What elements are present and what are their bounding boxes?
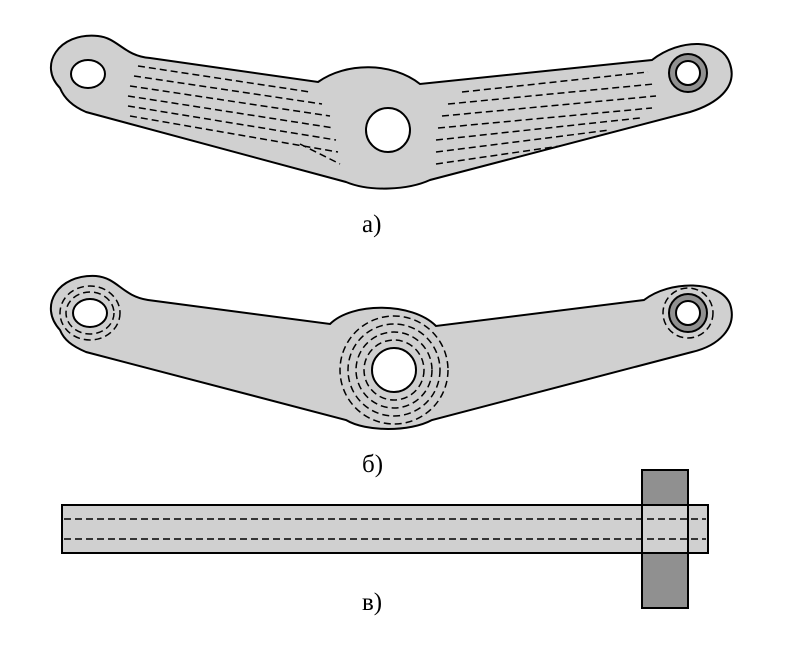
lever-b: б) (49, 274, 733, 478)
ring-line (662, 287, 714, 339)
caption-a: а) (362, 211, 381, 238)
caption-c: в) (362, 589, 382, 616)
lever-b-right-rings (662, 287, 714, 339)
rod-c-bar (61, 504, 709, 554)
lever-a-left-hole (70, 59, 106, 89)
rod-c: в) (61, 469, 709, 616)
ring-line (339, 315, 449, 425)
lever-a: а) (49, 34, 733, 238)
fiber-line (435, 145, 561, 165)
lever-b-center-rings (339, 315, 449, 425)
fiber-line (127, 95, 335, 129)
lever-b-left-hole (72, 298, 108, 328)
fiber-line (133, 75, 323, 105)
lever-b-right-hole (675, 300, 701, 326)
lever-a-right-fibers (435, 71, 657, 165)
lever-a-right-hole (675, 60, 701, 86)
lever-b-left-rings (59, 285, 121, 341)
fiber-line (435, 117, 641, 141)
fiber-line (437, 107, 653, 129)
fiber-line (127, 105, 337, 141)
fiber-line (137, 65, 311, 93)
fiber-line (461, 71, 649, 93)
fiber-line (299, 143, 341, 165)
fiber-line (447, 83, 655, 105)
ring-line (355, 331, 433, 409)
ring-line (347, 323, 441, 417)
ring-line (363, 339, 425, 401)
ring-line (65, 291, 115, 335)
fiber-line (435, 129, 611, 153)
lever-a-left-fibers (127, 65, 341, 165)
fiber-line (441, 95, 657, 117)
lever-a-center-hole (365, 107, 411, 153)
caption-b: б) (362, 451, 383, 478)
ring-line (59, 285, 121, 341)
rod-c-bar-overlap (643, 506, 687, 552)
fiber-line (129, 115, 339, 153)
lever-b-center-hole (371, 347, 417, 393)
fiber-line (129, 85, 331, 117)
